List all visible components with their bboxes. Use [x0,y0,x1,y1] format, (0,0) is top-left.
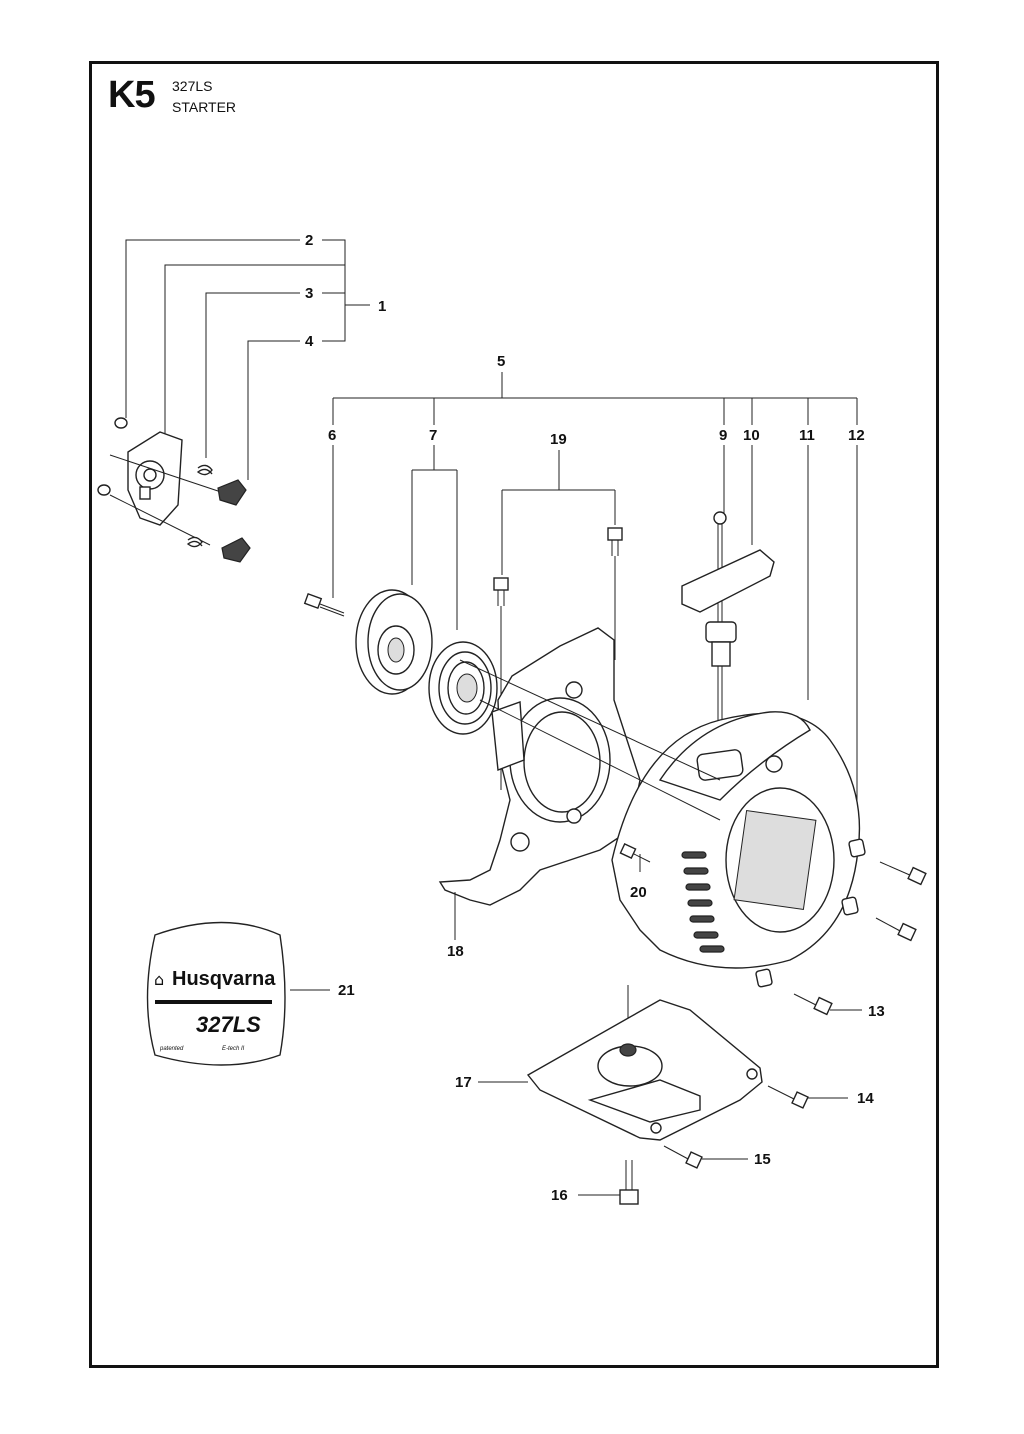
section-title: STARTER [172,99,237,115]
callout-14: 14 [857,1090,874,1107]
part-15-screw [663,1145,748,1169]
part-18-housing-bracket [438,627,641,906]
cover-vent-slots [681,851,725,953]
callout-9: 9 [719,427,727,444]
husqvarna-logo-icon: ⌂ [154,970,164,989]
callout-16: 16 [551,1187,568,1204]
part-21-decal [146,921,330,1066]
part-12-spacers [755,838,866,988]
part-13-screws [793,861,927,1016]
model-name: 327LS [172,78,213,94]
callout-3: 3 [305,285,313,302]
decal-patent: patented [159,1046,184,1052]
part-14-screw [767,1085,848,1109]
callout-2: 2 [305,232,313,249]
decal-tech: E-tech II [222,1046,245,1052]
part-11-starter-cover [459,659,861,969]
leader-lines-group-1 [125,239,370,480]
callout-1: 1 [378,298,386,315]
part-17-bottom-plate [526,985,763,1141]
callout-12: 12 [848,427,865,444]
decal-model: 327LS [196,1012,261,1037]
part-16-screw [578,1160,639,1205]
part-7-recoil-spring [428,641,498,735]
callout-labels: 1 2 3 4 5 6 7 9 10 11 12 13 14 15 16 17 … [305,232,885,1204]
callout-17: 17 [455,1074,472,1091]
callout-10: 10 [743,427,760,444]
callout-7: 7 [429,427,437,444]
callout-15: 15 [754,1151,771,1168]
part-starter-pawl-assembly [97,417,251,563]
leader-lines-misc [454,854,641,1083]
callout-11: 11 [799,427,815,444]
callout-13: 13 [868,1003,885,1020]
leader-lines-19 [501,450,616,575]
leader-lines-group-5 [332,372,858,840]
callout-5: 5 [497,353,505,370]
callout-18: 18 [447,943,464,960]
callout-19: 19 [550,431,567,448]
part-20-screw [619,843,651,863]
page-code: K5 [108,74,156,116]
callout-21: 21 [338,982,355,999]
part-6-screw [303,593,345,617]
callout-20: 20 [630,884,647,901]
decal-brand: Husqvarna [172,968,276,990]
page-frame [89,61,939,1368]
callout-6: 6 [328,427,336,444]
callout-4: 4 [305,333,314,350]
part-7-pulley [355,589,433,695]
